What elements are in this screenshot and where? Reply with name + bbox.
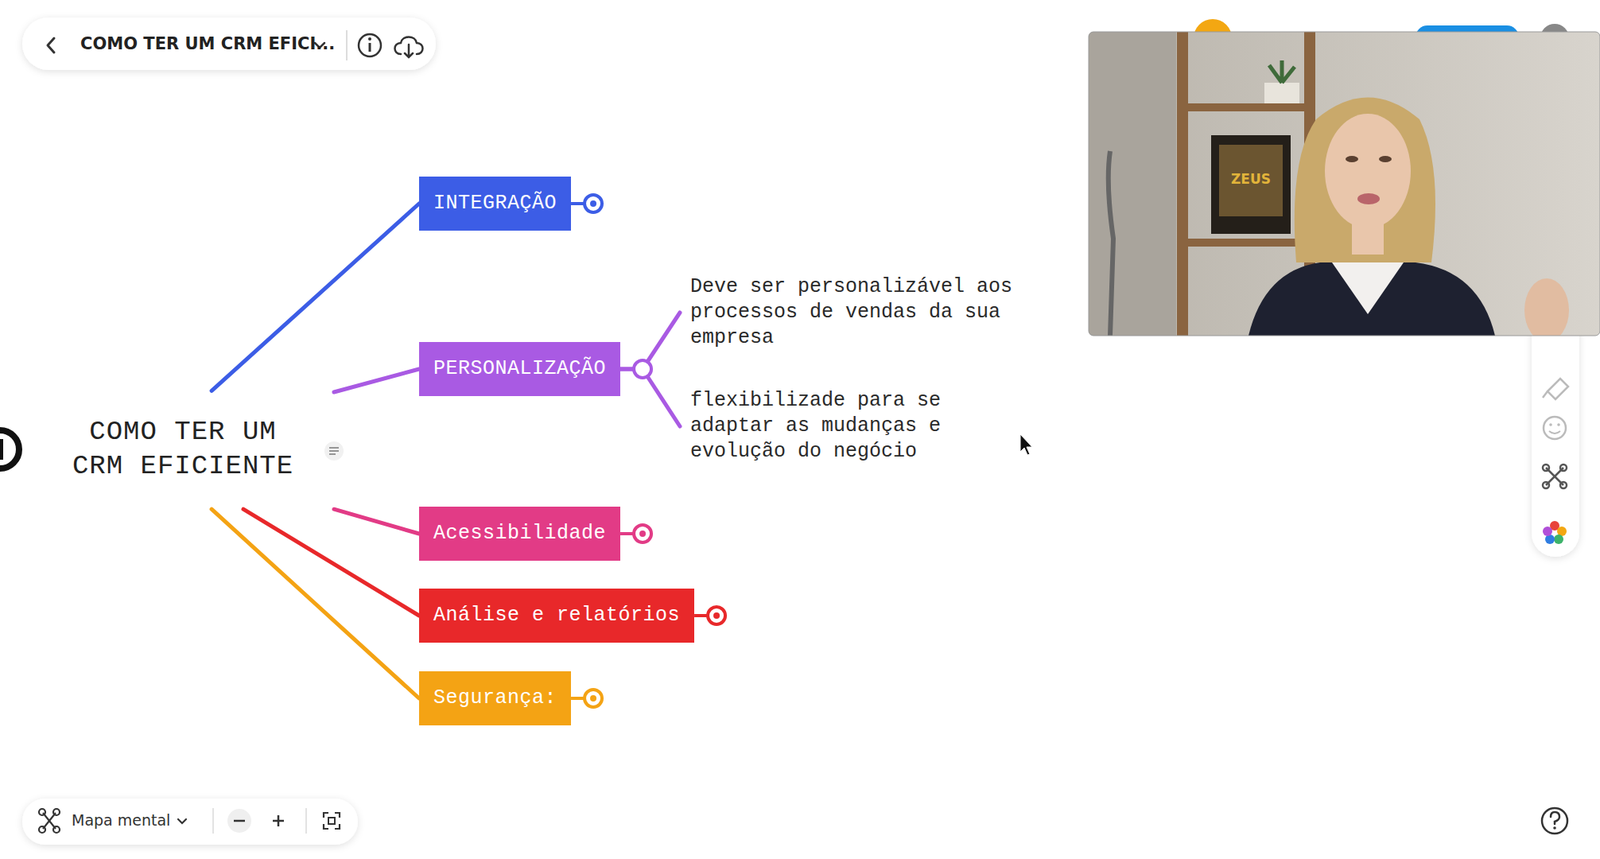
branch-handle — [570, 689, 602, 707]
topic-text: Deve ser personalizável aos processos de… — [690, 274, 1014, 351]
help-button — [1541, 807, 1568, 834]
topic-text: COMO TER UM CRM EFICIENTE — [55, 415, 311, 484]
person-face — [1324, 113, 1411, 229]
topic-text: flexibilizade para se adaptar as mudança… — [690, 388, 1014, 465]
shelf-board — [1176, 238, 1316, 247]
topic-box: INTEGRAÇÃO — [419, 176, 571, 231]
branch-handle — [620, 360, 652, 378]
person-hand — [1524, 278, 1569, 336]
video-border — [1088, 31, 1600, 336]
central-topic: COMO TER UM CRM EFICIENTE — [31, 385, 334, 513]
root-marker — [0, 430, 20, 469]
fit-icon — [323, 812, 340, 829]
branch-connector — [211, 508, 420, 699]
title-toolbar — [22, 17, 436, 70]
topic-label: Análise e relatórios — [433, 588, 680, 643]
subtopic-text: flexibilizade para se adaptar as mudança… — [679, 388, 1014, 465]
view-mode-label: Mapa mental — [71, 811, 171, 829]
right-sidebar — [1531, 302, 1580, 557]
award-plaque — [1211, 135, 1291, 234]
branch-handle — [694, 606, 726, 625]
info-icon — [358, 34, 381, 57]
topic-label: PERSONALIZAÇÃO — [433, 341, 606, 397]
topic-box: PERSONALIZAÇÃO — [419, 341, 621, 397]
branch-handle — [570, 194, 602, 213]
topic-label: INTEGRAÇÃO — [433, 176, 557, 231]
document-title: COMO TER UM CRM EFICI... — [80, 34, 335, 54]
topic-box: Análise e relatórios — [419, 588, 695, 643]
shelf-post — [1176, 31, 1189, 336]
branch-connector — [333, 368, 420, 393]
person-body — [1248, 262, 1496, 336]
plaque-text: ZEUS — [1231, 170, 1271, 187]
topic-label: Segurança: — [433, 671, 557, 726]
note-icon — [324, 441, 344, 461]
divider — [345, 30, 348, 61]
video-overlay — [1088, 31, 1600, 336]
branch-handle — [620, 524, 652, 543]
topic-box: Acessibilidade — [419, 506, 621, 561]
color-icon — [1542, 520, 1567, 544]
mouse-cursor — [1020, 434, 1033, 455]
cloud-download-icon — [395, 37, 424, 59]
branch-connector — [333, 508, 420, 534]
mindmap-icon — [38, 808, 60, 833]
topic-box: Segurança: — [419, 671, 571, 726]
back-chevron — [47, 38, 55, 53]
branch-connector — [620, 312, 680, 369]
zoom-out-button — [227, 808, 252, 833]
branch-connector — [620, 368, 680, 427]
topic-label: Acessibilidade — [433, 506, 606, 561]
subtopic-text: Deve ser personalizável aos processos de… — [679, 274, 1014, 351]
shelf-board — [1176, 103, 1316, 112]
zoom-in-button — [266, 808, 291, 833]
person-hair — [1294, 97, 1436, 264]
pin-icon — [1542, 378, 1569, 400]
smiley-icon — [1543, 416, 1566, 439]
branch-connector — [211, 203, 420, 391]
bottom-toolbar — [22, 798, 358, 845]
mindmap-icon — [1542, 464, 1567, 489]
